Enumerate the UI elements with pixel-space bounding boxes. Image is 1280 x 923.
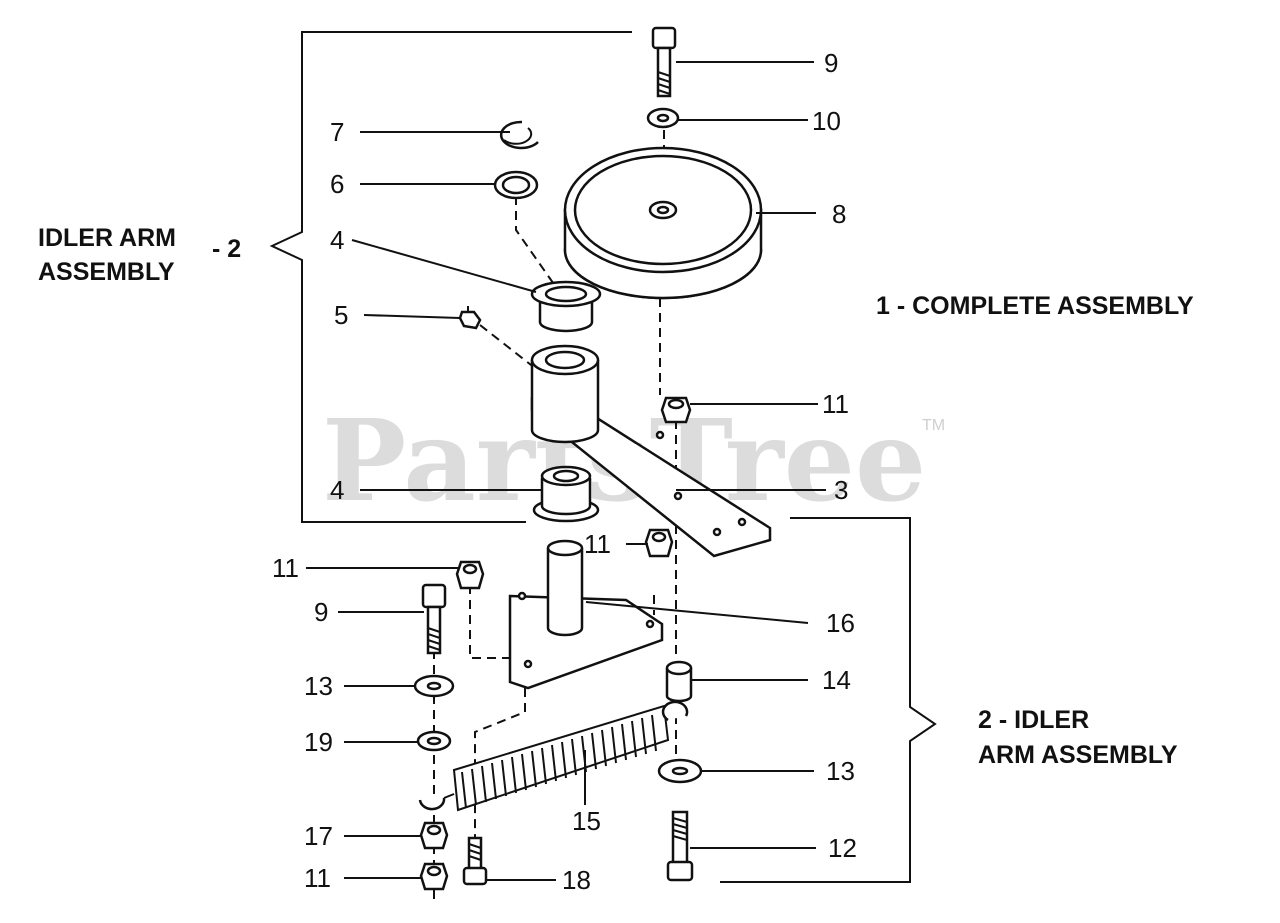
callout-grease-fitting: 5 (334, 300, 348, 330)
bushing-lower-part (532, 465, 600, 523)
left-group-label-line2: ASSEMBLY (38, 258, 175, 286)
pulley-part (563, 146, 763, 300)
callout-washer-ring: 6 (330, 169, 344, 199)
callout-bolt-top: 9 (824, 48, 838, 78)
left-group-ref: - 2 (212, 235, 241, 263)
washer-right-part (657, 758, 703, 784)
snap-ring-part (499, 120, 539, 150)
left-group-label-line1: IDLER ARM (38, 224, 176, 252)
left-group-bracket (269, 31, 632, 523)
callout-hex-nut: 17 (304, 821, 333, 851)
callout-washer-top: 10 (812, 106, 841, 136)
hex-nut-part (419, 821, 449, 850)
spacer-part (665, 660, 693, 703)
callout-bolt-right: 12 (828, 833, 857, 863)
centerline-plate-screw (474, 688, 526, 842)
centerline-nut-plate (469, 585, 524, 659)
centerline-ring-bushing (515, 196, 559, 291)
complete-assembly-title: 1 - COMPLETE ASSEMBLY (876, 292, 1194, 320)
callout-screw-bottom: 18 (562, 865, 591, 895)
idler-arm-title-line1: 2 - IDLER (978, 706, 1089, 734)
callout-nut-arm: 11 (822, 389, 849, 419)
nut-bottom-part (419, 862, 449, 891)
washer-top-part (646, 107, 680, 129)
callout-bushing-upper: 4 (330, 225, 344, 255)
callout-nut-mid: 11 (584, 529, 611, 559)
callout-lock-washer: 19 (304, 727, 333, 757)
callout-snap-ring: 7 (330, 117, 344, 147)
callout-bolt-left: 9 (314, 597, 328, 627)
callout-nut-bottom: 11 (304, 863, 331, 893)
callout-spring: 15 (572, 806, 601, 836)
centerline-grease-fitting (479, 324, 541, 373)
bolt-top-part (651, 26, 677, 98)
idler-arm-title-line2: ARM ASSEMBLY (978, 741, 1178, 769)
spring-part (418, 700, 689, 812)
lock-washer-part (416, 730, 452, 752)
callout-bushing-lower: 4 (330, 475, 344, 505)
bushing-upper-part (530, 280, 602, 333)
idler-arm-part (530, 344, 772, 558)
screw-bottom-part (462, 836, 488, 886)
callout-washer-left: 13 (304, 671, 333, 701)
washer-left-part (413, 674, 455, 698)
washer-ring-part (493, 170, 539, 200)
right-group-bracket (720, 517, 937, 883)
grease-fitting-part (458, 306, 482, 330)
bolt-right-part (666, 810, 694, 882)
callout-washer-right: 13 (826, 756, 855, 786)
leader-lines (306, 61, 826, 881)
watermark-trademark: TM (922, 417, 945, 434)
pivot-plate-part (508, 539, 664, 690)
callout-nut-left: 11 (272, 553, 299, 583)
bolt-left-part (421, 583, 447, 655)
callout-spacer: 14 (822, 665, 851, 695)
callout-pivot-plate: 16 (826, 608, 855, 638)
callout-idler-arm: 3 (834, 475, 848, 505)
nut-left-part (455, 560, 485, 590)
nut-mid-part (644, 528, 674, 558)
callout-pulley: 8 (832, 199, 846, 229)
nut-arm-part (660, 396, 692, 424)
